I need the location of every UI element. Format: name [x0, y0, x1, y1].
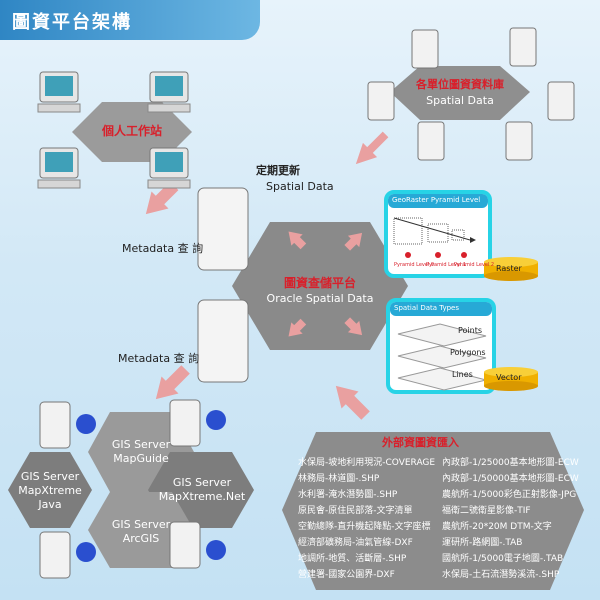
- external-right-item: 農航所-20*20M DTM-文字: [442, 522, 552, 532]
- arrow-in-br: [344, 317, 363, 336]
- vector-cylinder: [484, 367, 538, 391]
- gis-hexagon-arcgis: [88, 492, 194, 568]
- pyramid-level-2: Pyramid Level 2: [454, 262, 495, 268]
- pyramid-level-0: Pyramid Level 0: [394, 262, 435, 268]
- layer-planes: [397, 323, 487, 391]
- periodic-update-sub: Spatial Data: [266, 180, 334, 193]
- pyramid-grids: [393, 217, 476, 258]
- central-title: 圖資查儲平台: [283, 276, 356, 290]
- external-right-item: 農航所-1/5000彩色正射影像-JPG: [442, 490, 577, 500]
- globe-icon: [206, 540, 226, 560]
- central-hexagon: [232, 222, 408, 350]
- server-icon: [547, 81, 575, 121]
- workstation-computers: [37, 71, 191, 189]
- server-icon: [417, 121, 445, 161]
- server-icon: [39, 401, 71, 449]
- vector-label: Vector: [496, 373, 522, 382]
- globe-icon: [76, 414, 96, 434]
- spatial-types-title: Spatial Data Types: [394, 304, 459, 312]
- external-right-item: 福衛二號衛星影像-TIF: [442, 506, 531, 516]
- server-icon: [509, 27, 537, 67]
- server-icon: [39, 531, 71, 579]
- arrow-gis-down: [155, 365, 190, 400]
- metadata-query-1: Metadata 查 詢: [122, 242, 204, 255]
- unit-db-title: 各單位圖資資料庫: [416, 78, 504, 91]
- server-icon: [505, 121, 533, 161]
- external-left-item: 營建署-國家公園界-DXF: [298, 570, 395, 580]
- gis-hexagon-mapxtreme-java: [8, 452, 92, 528]
- computer-icon: [37, 147, 81, 189]
- polygons-label: Polygons: [450, 348, 486, 357]
- server-icon: [169, 399, 201, 447]
- computer-icon: [147, 71, 191, 113]
- server-icon: [169, 521, 201, 569]
- computer-icon: [147, 147, 191, 189]
- arrow-external-to-center: [335, 385, 370, 420]
- external-left-item: 林務局-林道圖-.SHP: [298, 474, 380, 484]
- georaster-title: GeoRaster Pyramid Level: [392, 196, 481, 204]
- lines-label: Lines: [452, 370, 473, 379]
- central-servers: [197, 187, 249, 383]
- metadata-query-2: Metadata 查 詢: [118, 352, 200, 365]
- arrow-db-to-center: [355, 131, 389, 165]
- server-icon: [197, 187, 249, 271]
- pyramid-level-1: Pyramid Level 1: [426, 262, 467, 268]
- page-title: 圖資平台架構: [12, 12, 132, 33]
- unit-db-subtitle: Spatial Data: [426, 94, 494, 107]
- raster-cylinder: [484, 257, 538, 281]
- arrows: [145, 131, 389, 420]
- central-subtitle: Oracle Spatial Data: [266, 292, 374, 305]
- external-left-item: 經濟部礦務局-油氣管線-DXF: [298, 538, 413, 548]
- external-right-item: 水保局-土石流潛勢溪流-.SHP: [442, 570, 560, 580]
- computer-icon: [37, 71, 81, 113]
- external-left-item: 空勤總隊-直升機起降點-文字座標: [298, 522, 431, 532]
- external-left-item: 原民會-原住民部落-文字清單: [298, 506, 413, 516]
- workstation-label: 個人工作站: [101, 124, 162, 138]
- arrow-in-bl: [288, 318, 307, 337]
- server-icon: [411, 29, 439, 69]
- external-hexagon: [282, 432, 584, 590]
- globe-icon: [206, 410, 226, 430]
- raster-label: Raster: [496, 264, 522, 273]
- external-right-item: 內政部-1/50000基本地形圖-ECW: [442, 474, 579, 484]
- arrow-workstation-up: [145, 181, 179, 215]
- globe-icon: [76, 542, 96, 562]
- server-icon: [197, 299, 249, 383]
- gis-servers: [39, 399, 226, 579]
- workstation-hexagon: [72, 102, 192, 162]
- unit-db-servers: [367, 27, 575, 161]
- periodic-update-label: 定期更新: [256, 164, 300, 177]
- arrow-in-tr: [344, 232, 363, 251]
- external-title: 外部資圖資匯入: [382, 436, 459, 449]
- title-bar: [0, 0, 260, 40]
- arrow-in-tl: [288, 231, 307, 250]
- unit-db-hexagon: [390, 66, 530, 120]
- external-right-item: 國航所-1/5000電子地圖-.TAB: [442, 554, 564, 564]
- server-icon: [367, 81, 395, 121]
- external-left-item: 水利署-淹水潛勢圖-.SHP: [298, 490, 398, 500]
- external-right-item: 內政部-1/25000基本地形圖-ECW: [442, 458, 579, 468]
- external-left-item: 水保局-坡地利用現況-COVERAGE: [298, 458, 436, 468]
- external-left-item: 地調所-地質、活斷層-.SHP: [298, 554, 407, 564]
- external-right-item: 運研所-路網圖-.TAB: [442, 538, 523, 548]
- points-label: Points: [458, 326, 483, 335]
